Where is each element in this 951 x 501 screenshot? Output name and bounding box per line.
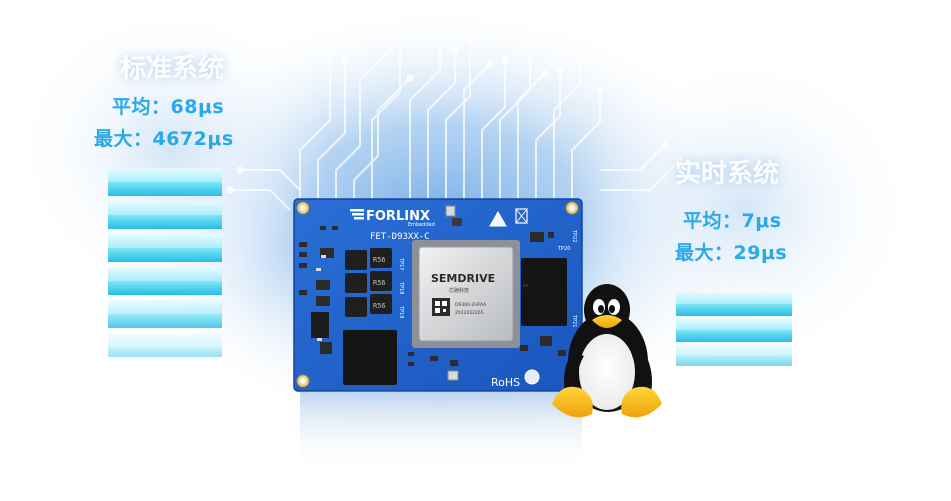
left-glow (10, 0, 330, 300)
tp-label: TP20 (557, 246, 570, 252)
left-server-stack (108, 168, 222, 357)
semdrive-soc: SEMDRIVE 芯驰科技 D9360-2HFAA 2022022265 (412, 240, 520, 348)
som-board: FORLINX Embedded FET-D93XX-C (293, 198, 583, 392)
recycle-bin-icon (515, 208, 528, 224)
brand-sub-text: Embedded (408, 222, 435, 228)
right-server-stack (676, 292, 792, 366)
inductor-label: R56 (373, 256, 386, 264)
inductor-row: R56 R56 R56 (345, 248, 392, 317)
forlinx-logo-icon (350, 209, 364, 220)
tp-label: TP18 (398, 281, 404, 294)
chip-part: D9360-2HFAA (455, 302, 487, 308)
trace-pads (226, 16, 684, 194)
right-avg-latency: 平均：7μs (683, 210, 782, 232)
inductor-label: R56 (373, 302, 386, 310)
board-reflection (300, 392, 582, 472)
tp-label: TP17 (398, 257, 404, 270)
circuit-traces (230, 20, 681, 211)
left-heading: 标准系统 (120, 54, 225, 84)
tp-label: TP21 (571, 314, 577, 327)
chip-code: 2022022265 (455, 310, 484, 316)
qr-code-icon (432, 298, 450, 316)
chip-subtitle: 芯驰科技 (449, 287, 469, 294)
inductor-label: R56 (373, 279, 386, 287)
brand-text: FORLINX (366, 209, 430, 224)
chip-brand: SEMDRIVE (431, 272, 495, 285)
left-avg-latency: 平均：68μs (112, 96, 225, 118)
tp-label: TP22 (571, 229, 577, 242)
right-glow (570, 50, 920, 370)
ram-chip (521, 258, 567, 326)
esd-warning-icon (489, 210, 507, 227)
right-max-latency: 最大：29μs (675, 242, 788, 264)
right-heading: 实时系统 (675, 159, 780, 189)
model-text: FET-D93XX-C (370, 232, 430, 242)
linux-tux-icon (552, 284, 662, 418)
emmc-chip (343, 330, 397, 385)
left-max-latency: 最大：4672μs (94, 128, 234, 150)
tp-label: TP19 (398, 305, 404, 318)
rohs-text: RoHS (491, 376, 520, 389)
